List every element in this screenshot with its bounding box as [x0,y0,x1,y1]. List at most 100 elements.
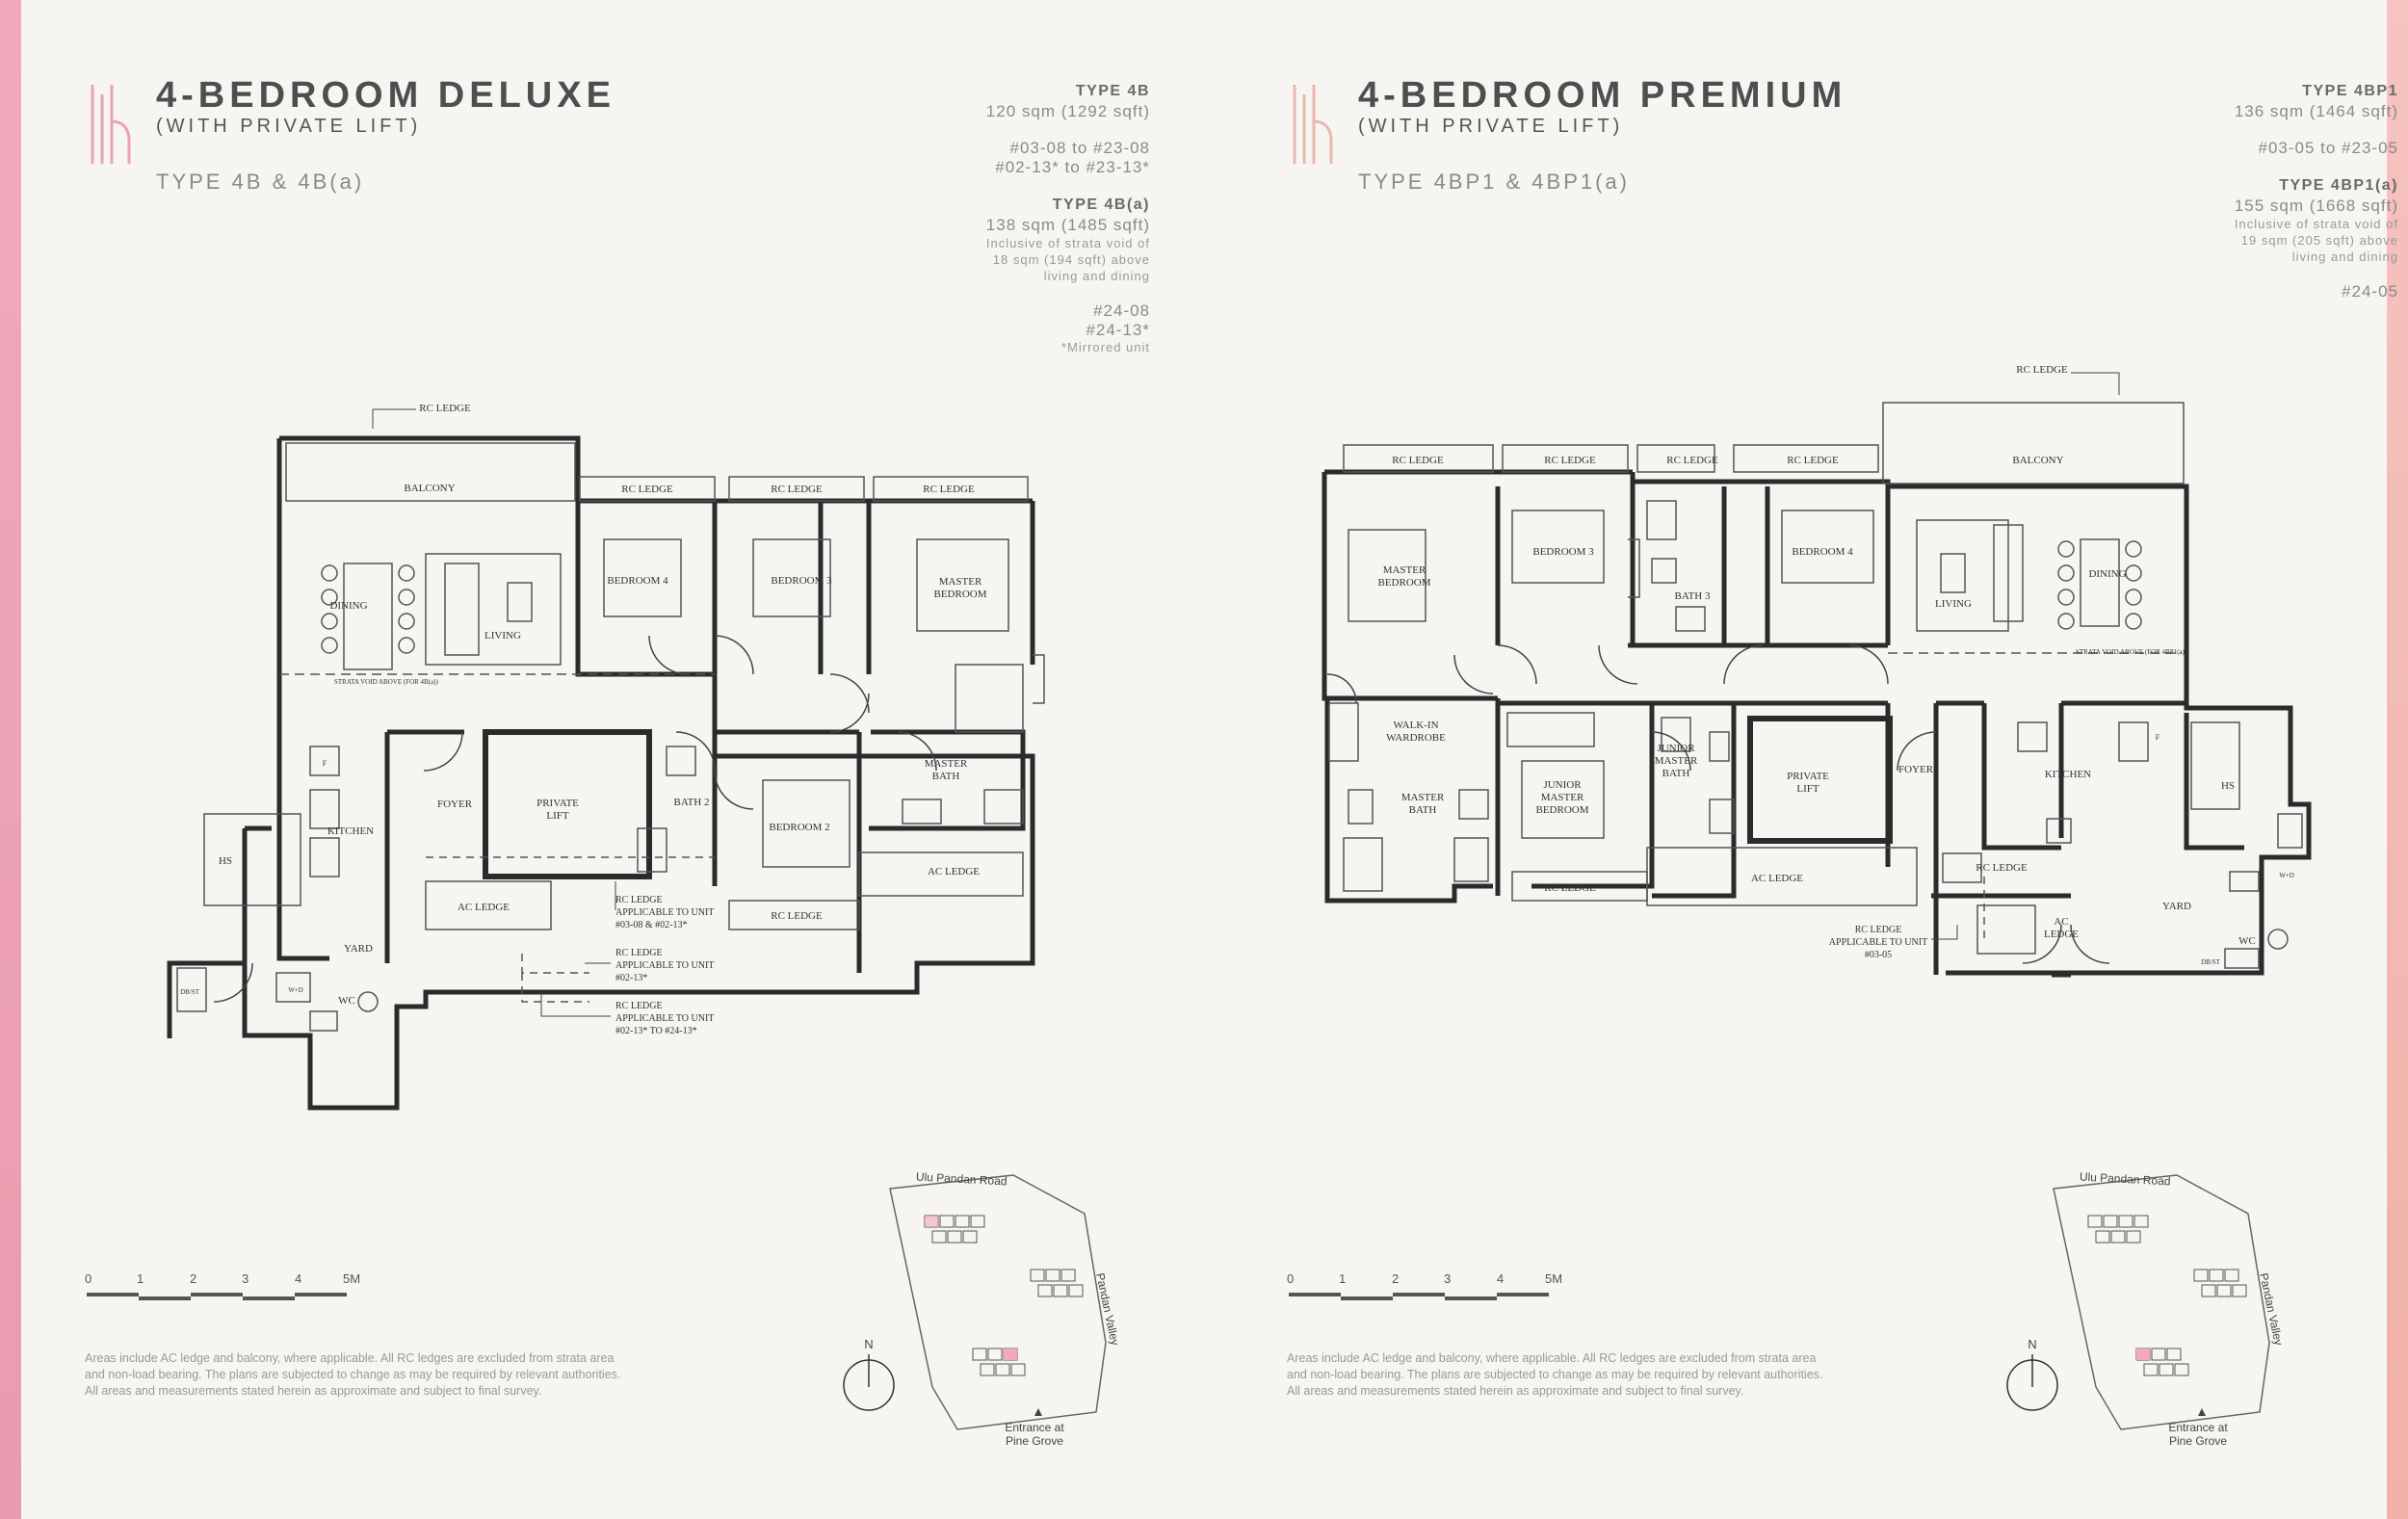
plan-label: STRATA VOID ABOVE (FOR 4B(a)) [334,678,438,686]
plan-label: JUNIOR [1657,743,1695,754]
mirrored-note: *Mirrored unit [1060,340,1150,354]
page-title: 4-BEDROOM PREMIUM [1358,75,1847,116]
plan-label: WC [338,995,355,1007]
scale-bar-graphic [87,1293,347,1300]
rc-ledge-note: #03-08 & #02-13* [615,920,687,930]
scale-tick-label: 1 [1339,1271,1347,1286]
plan-label: PRIVATE [1787,771,1829,782]
plan-label: W+D [288,986,303,994]
plan-label: MASTER [925,758,968,770]
road-label: Ulu Pandan Road [916,1170,1008,1189]
plan-label: YARD [344,943,373,955]
plan-label: W+D [2279,872,2294,879]
plan-label: BEDROOM [933,589,986,600]
rc-ledge-note: #03-05 [1865,950,1892,960]
plan-label: AC LEDGE [1751,873,1803,884]
plan-label: BEDROOM [1535,804,1588,816]
plan-label: BEDROOM 3 [1532,546,1594,558]
scale-tick-label: 2 [190,1271,197,1286]
type-area: 155 sqm (1668 sqft) [2234,196,2398,215]
site-plan: Ulu Pandan Road Pandan Valley Entrance a… [843,1170,1122,1448]
plan-label: BATH 3 [1675,590,1711,602]
scale-tick-label: 1 [137,1271,144,1286]
rc-ledge-note: APPLICABLE TO UNIT [615,907,714,918]
plan-label: RC LEDGE [771,910,823,922]
plan-label: DINING [329,600,367,612]
floor-plan-4b: RC LEDGE BALCONY RC LEDGE RC LEDGE RC LE… [167,403,1045,1111]
scale-bar: 0 1 2 3 4 5M [1287,1271,1576,1313]
plan-label: KITCHEN [327,825,374,837]
plan-label: WALK-IN [1393,720,1438,731]
panel-4bp1: 4-BEDROOM PREMIUM (WITH PRIVATE LIFT) TY… [1223,0,2408,1519]
plan-label: MASTER [1655,755,1698,767]
scale-bar: 0 1 2 3 4 5M [85,1271,374,1313]
plan-label: RC LEDGE [1544,455,1596,466]
unit-info: TYPE 4BP1 136 sqm (1464 sqft) #03-05 to … [2052,81,2398,301]
plan-label: BEDROOM 2 [769,822,829,833]
plan-label: MASTER [1401,792,1445,803]
plan-label: MASTER [939,576,982,588]
plan-label: LIVING [1935,598,1972,610]
strata-note: Inclusive of strata void of [985,236,1150,250]
strata-note: living and dining [2291,249,2398,264]
type-area: 138 sqm (1485 sqft) [985,216,1150,234]
plan-label: HS [2221,780,2235,792]
entrance-label: Pine Grove [1006,1434,1063,1448]
plan-label: AC LEDGE [458,902,510,913]
plan-label: MASTER [1541,792,1584,803]
rc-ledge-note: APPLICABLE TO UNIT [615,960,714,971]
plan-label: LIFT [546,810,569,822]
scale-tick-label: 4 [295,1271,302,1286]
panel-4b: 4-BEDROOM DELUXE (WITH PRIVATE LIFT) TYP… [21,0,1206,1519]
plan-label: RC LEDGE [923,484,975,495]
rc-ledge-note: #02-13* TO #24-13* [615,1026,697,1036]
plan-label: BATH 2 [674,797,710,808]
road-label: Ulu Pandan Road [2080,1170,2171,1189]
plan-label: RC LEDGE [1544,882,1596,894]
plan-label: LEDGE [2044,929,2079,940]
plan-label: RC LEDGE [621,484,673,495]
strata-note: 18 sqm (194 sqft) above [992,252,1150,267]
plan-label: BATH [1662,768,1690,779]
highlighted-block [1004,1349,1017,1360]
strata-note: living and dining [1043,269,1150,283]
plan-label: RC LEDGE [1392,455,1444,466]
plan-label: RC LEDGE [419,403,471,414]
plan-label: DB/ST [180,988,200,996]
plan-label: DB/ST [2201,958,2221,966]
scale-tick-label: 5M [343,1271,361,1286]
unit-range: #02-13* to #23-13* [995,158,1150,176]
plan-label: STRATA VOID ABOVE (FOR 4BP1(a)) [2076,648,2187,656]
scale-tick-label: 5M [1545,1271,1563,1286]
plan-label: BEDROOM 3 [771,575,832,587]
unit-range: #24-13* [1086,321,1150,339]
plan-label: WC [2238,935,2256,947]
left-pink-edge [0,0,21,1519]
entrance-label: Pine Grove [2169,1434,2227,1448]
strata-note: 19 sqm (205 sqft) above [2240,233,2398,248]
unit-info: TYPE 4B 120 sqm (1292 sqft) #03-08 to #2… [803,81,1150,354]
unit-range: #24-05 [2342,282,2398,301]
page-title: 4-BEDROOM DELUXE [156,75,615,116]
page-subtitle: (WITH PRIVATE LIFT) [156,116,422,137]
plan-label: BEDROOM 4 [607,575,668,587]
type-area: 136 sqm (1464 sqft) [2234,102,2398,120]
plan-label: AC LEDGE [928,866,980,877]
plan-label: HS [219,855,232,867]
site-plan: Ulu Pandan Road Pandan Valley Entrance a… [2006,1170,2286,1448]
plan-label: AC [2054,916,2068,928]
road-label: Pandan Valley [1093,1271,1122,1347]
plan-label: BATH [932,771,960,782]
plan-label: PRIVATE [537,798,579,809]
rc-ledge-note: RC LEDGE [615,895,663,905]
plan-label: KITCHEN [2045,769,2091,780]
type-name: TYPE 4B(a) [1052,196,1150,213]
unit-range: #24-08 [1093,301,1150,320]
plan-label: WARDROBE [1386,732,1446,744]
plan-label: BALCONY [404,483,455,494]
plan-label: RC LEDGE [1976,862,2028,874]
scale-tick-label: 4 [1497,1271,1505,1286]
unit-range: #03-08 to #23-08 [1009,139,1150,157]
plan-label: BEDROOM [1377,577,1430,589]
scale-tick-label: 3 [1444,1271,1452,1286]
